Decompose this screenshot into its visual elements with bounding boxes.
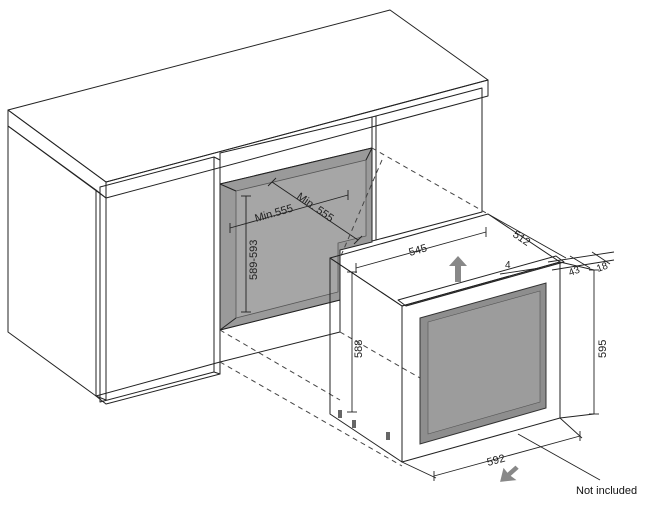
not-included-label: Not included: [576, 485, 637, 497]
door-thickness-a-label: 43: [567, 265, 582, 279]
right-cabinet-door: [371, 87, 483, 242]
niche-dimension-lines: [229, 177, 363, 313]
appliance-top-width-label: 545: [408, 242, 429, 259]
front-width-label: 592: [486, 453, 507, 469]
appliance-dimension-lines: [347, 213, 615, 481]
appliance: [329, 213, 565, 463]
arrow-up-icon: [449, 256, 467, 282]
niche-height-label: 589-593: [248, 240, 260, 280]
door-thickness-b-label: 18: [595, 261, 610, 275]
door-gap-label: 4: [505, 260, 511, 271]
niche-opening: [219, 147, 373, 331]
niche-plinth: [95, 299, 341, 405]
appliance-height-label: 588: [353, 340, 365, 358]
left-cabinet-door: [99, 156, 221, 403]
projection-lines: [219, 147, 489, 467]
arrow-insert-icon: [500, 465, 519, 482]
front-height-label: 595: [597, 340, 609, 358]
cabinet-body: [7, 125, 107, 401]
countertop: [7, 9, 489, 199]
